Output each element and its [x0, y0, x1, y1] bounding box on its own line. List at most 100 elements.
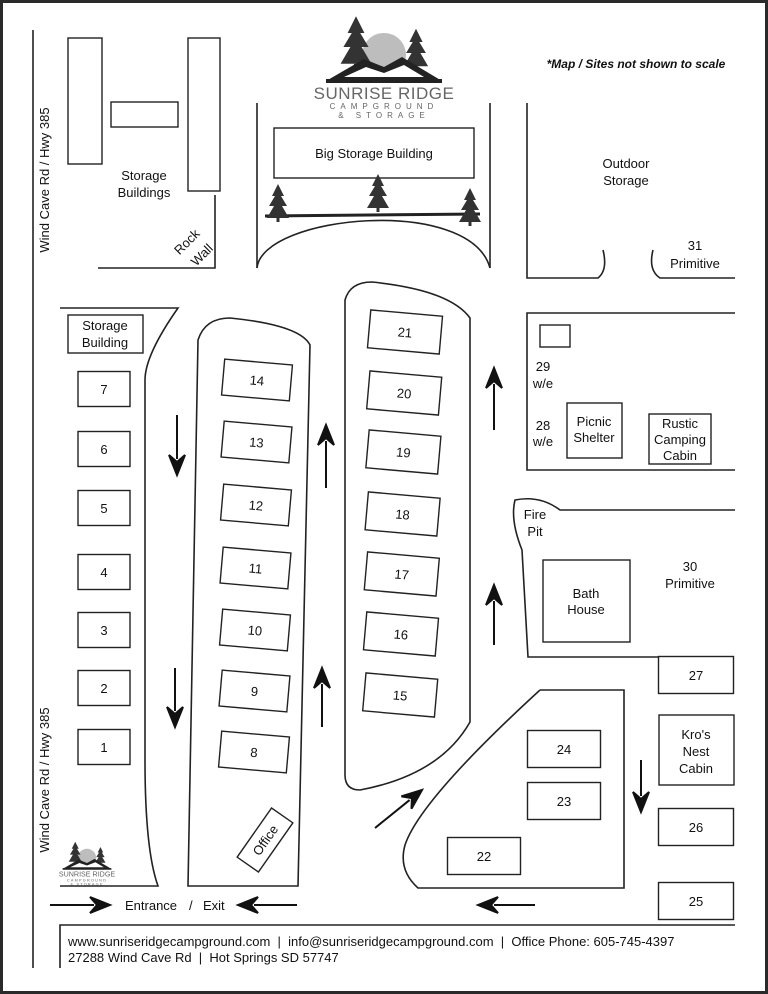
site-number: 22 — [477, 849, 491, 864]
campsite-15[interactable]: 15 — [361, 672, 439, 718]
picnic-shelter — [566, 402, 623, 459]
bath-house — [542, 559, 631, 643]
site-number: 9 — [250, 684, 259, 700]
campsite-26[interactable]: 26 — [657, 807, 735, 847]
lower-loop — [402, 689, 625, 889]
campsite-11[interactable]: 11 — [219, 546, 292, 590]
svg-text:/: / — [189, 898, 193, 913]
arrow-icon — [235, 896, 297, 914]
campsite-4[interactable]: 4 — [77, 553, 131, 591]
campsite-19[interactable]: 19 — [365, 429, 442, 475]
campsite-25[interactable]: 25 — [657, 881, 735, 921]
grass-line — [264, 212, 481, 218]
site-number: 2 — [100, 681, 107, 696]
svg-text:Shelter: Shelter — [573, 430, 615, 445]
campsite-12[interactable]: 12 — [219, 483, 293, 527]
svg-text:Pit: Pit — [527, 524, 543, 539]
left-strip — [60, 307, 180, 887]
campsite-21[interactable]: 21 — [366, 309, 444, 355]
campsite-14[interactable]: 14 — [220, 358, 294, 402]
svg-text:Big Storage Building: Big Storage Building — [315, 146, 433, 161]
campsite-9[interactable]: 9 — [218, 669, 291, 713]
site-number: 4 — [100, 565, 107, 580]
campsite-7[interactable]: 7 — [77, 370, 131, 408]
svg-text:Storage: Storage — [121, 168, 167, 183]
logo-name: SUNRISE RIDGE — [314, 84, 455, 103]
logo-line3: & STORAGE — [338, 111, 430, 120]
scale-note: *Map / Sites not shown to scale — [547, 57, 726, 71]
arrow-icon — [485, 365, 503, 430]
svg-text:Cabin: Cabin — [663, 448, 697, 463]
campsite-24[interactable]: 24 — [526, 729, 602, 769]
site-number: 11 — [248, 560, 263, 576]
site-number: 25 — [689, 894, 703, 909]
svg-text:Primitive: Primitive — [670, 256, 720, 271]
island-2 — [344, 281, 471, 791]
site-number: 1 — [100, 740, 107, 755]
campsite-6[interactable]: 6 — [77, 430, 131, 468]
road-label-bottom: Wind Cave Rd / Hwy 385 — [37, 707, 52, 852]
campsite-2[interactable]: 2 — [77, 669, 131, 707]
site-number: 15 — [392, 687, 408, 703]
svg-text:House: House — [567, 602, 605, 617]
svg-text:Storage: Storage — [603, 173, 649, 188]
site-number: 20 — [396, 385, 412, 401]
svg-text:Bath: Bath — [573, 586, 600, 601]
site-number: 19 — [395, 444, 411, 460]
site-number: 18 — [395, 506, 411, 522]
campsite-10[interactable]: 10 — [218, 608, 292, 652]
site-number: 8 — [250, 745, 259, 761]
site-number: 5 — [100, 501, 107, 516]
office[interactable]: Office — [236, 806, 294, 874]
campsite-5[interactable]: 5 — [77, 489, 131, 527]
site-number: 16 — [393, 626, 409, 642]
traffic-arrows — [50, 365, 650, 914]
exit-label: Exit — [203, 898, 225, 913]
logo-line2: CAMPGROUND — [330, 102, 439, 111]
site-number: 7 — [100, 382, 107, 397]
site-31: 31 — [688, 238, 702, 253]
site-number: 27 — [689, 668, 703, 683]
svg-text:Picnic: Picnic — [577, 414, 612, 429]
arrow-icon — [166, 668, 184, 730]
campsite-1[interactable]: 1 — [77, 728, 131, 766]
island-1 — [187, 317, 311, 887]
entrance-label: Entrance — [125, 898, 177, 913]
campsite-23[interactable]: 23 — [526, 781, 602, 821]
site-29: 29 — [536, 359, 550, 374]
site-28: 28 — [536, 418, 550, 433]
arrow-icon — [475, 896, 535, 914]
svg-text:& STORAGE: & STORAGE — [70, 883, 103, 887]
site-number: 6 — [100, 442, 107, 457]
site-30: 30 — [683, 559, 697, 574]
rustic-camping-cabin — [648, 413, 712, 465]
tree-icon — [367, 174, 389, 212]
arrow-icon — [317, 422, 335, 488]
site-number: 23 — [557, 794, 571, 809]
big-storage-building — [273, 127, 475, 179]
campsite-3[interactable]: 3 — [77, 611, 131, 649]
footer-address: 27288 Wind Cave Rd | Hot Springs SD 5774… — [68, 950, 339, 965]
storage-building — [67, 314, 144, 354]
arrow-icon — [632, 760, 650, 815]
logo: SUNRISE RIDGE CAMPGROUND & STORAGE — [314, 16, 455, 120]
site-number: 13 — [249, 434, 265, 450]
campsite-13[interactable]: 13 — [220, 420, 293, 464]
svg-text:SUNRISE RIDGE: SUNRISE RIDGE — [59, 870, 115, 878]
campsite-18[interactable]: 18 — [364, 491, 441, 537]
campsite-22[interactable]: 22 — [446, 836, 522, 876]
campsite-8[interactable]: 8 — [217, 730, 291, 774]
svg-text:w/e: w/e — [532, 434, 553, 449]
campsite-16[interactable]: 16 — [362, 611, 440, 657]
campsite-27[interactable]: 27 — [657, 655, 735, 695]
campsite-17[interactable]: 17 — [363, 551, 441, 597]
arrow-icon — [313, 665, 331, 727]
small-logo: SUNRISE RIDGE CAMPGROUND & STORAGE — [59, 842, 115, 887]
svg-text:Buildings: Buildings — [118, 185, 171, 200]
svg-text:Primitive: Primitive — [665, 576, 715, 591]
svg-text:Storage: Storage — [82, 318, 128, 333]
footer-contact: www.sunriseridgecampground.com | info@su… — [67, 934, 674, 949]
site-number: 12 — [248, 497, 264, 513]
campsite-20[interactable]: 20 — [365, 370, 443, 416]
